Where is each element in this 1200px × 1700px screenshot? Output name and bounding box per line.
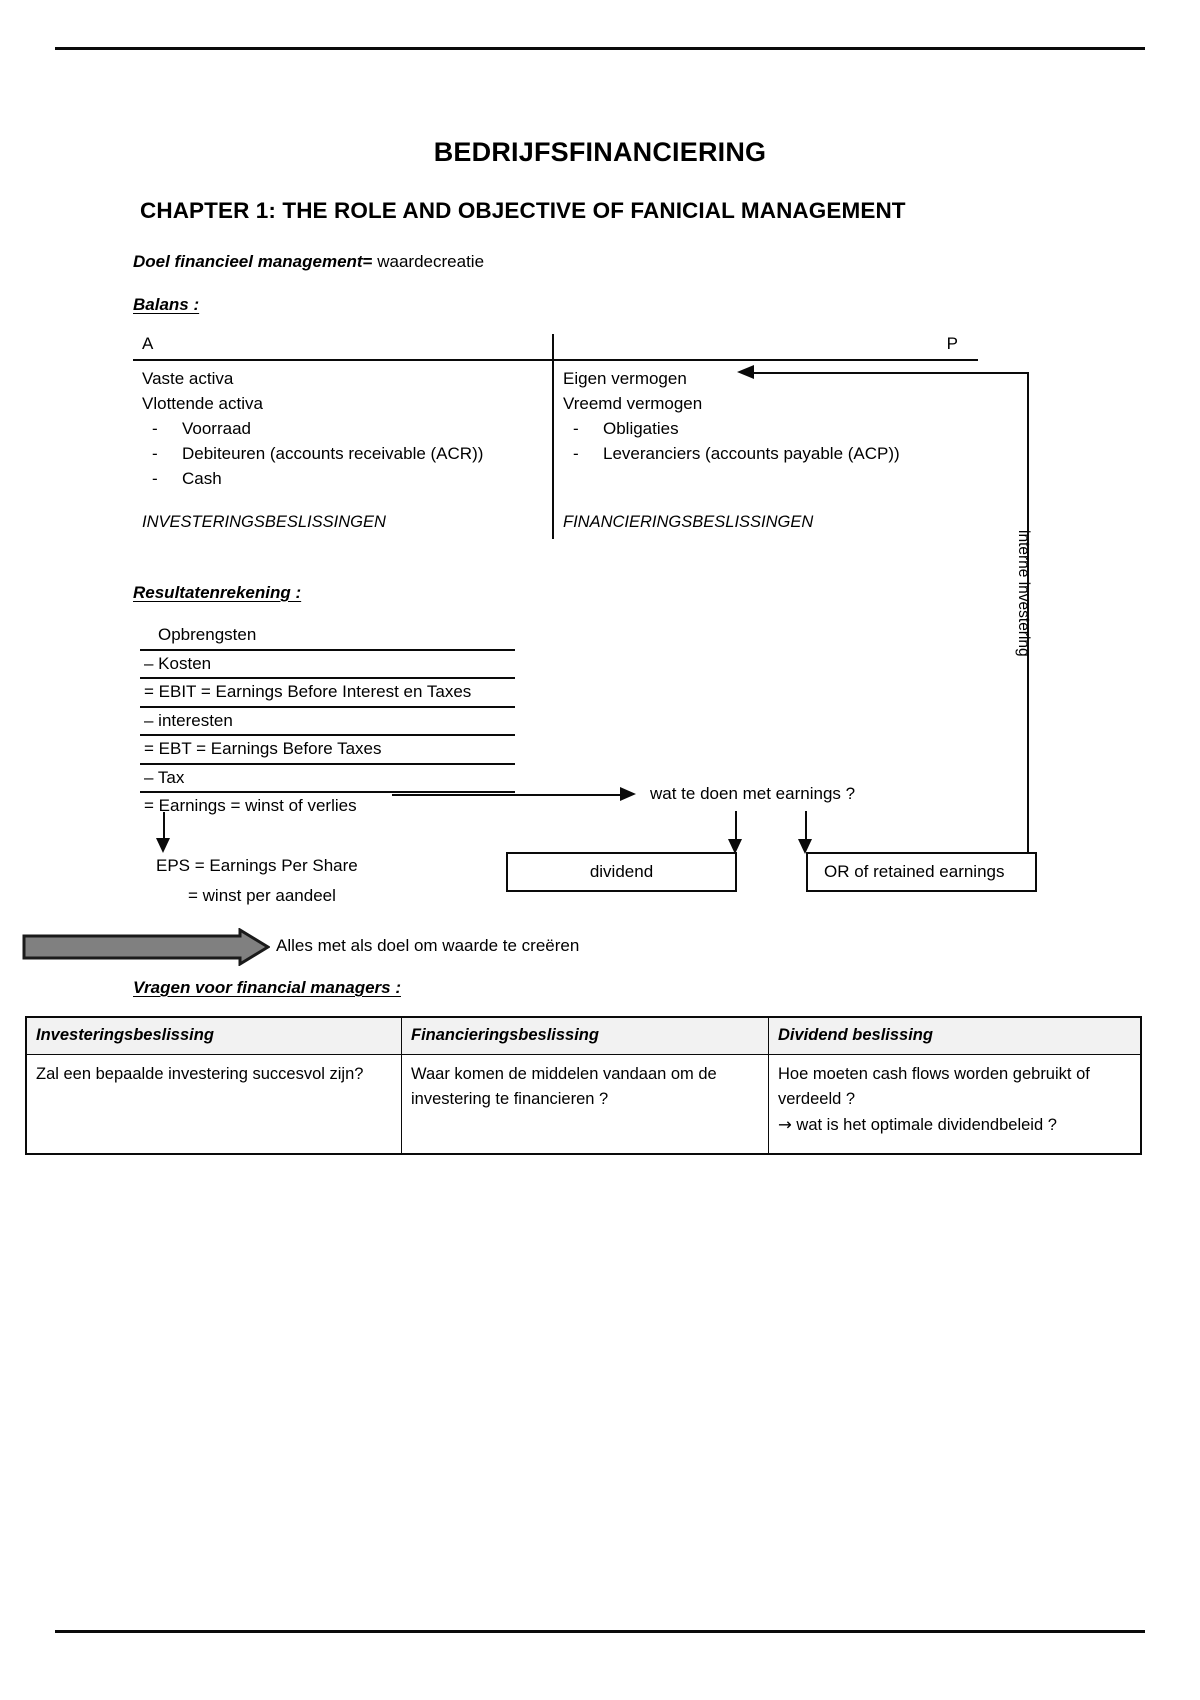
liabilities-column: Eigen vermogen Vreemd vermogen - Obligati… [563, 366, 963, 466]
chapter-title: CHAPTER 1: THE ROLE AND OBJECTIVE OF FAN… [140, 198, 906, 223]
liabilities-sub-item: - Obligaties [563, 416, 963, 441]
column-header-investment: Investeringsbeslissing [25, 1016, 402, 1055]
table-row: Zal een bepaalde investering succesvol z… [25, 1054, 1142, 1155]
income-statement-row: = EBIT = Earnings Before Interest en Tax… [140, 679, 515, 708]
liabilities-sub-item: - Leveranciers (accounts payable (ACP)) [563, 441, 963, 466]
dividend-box: dividend [506, 852, 737, 892]
cell-financing-question: Waar komen de middelen vandaan om de inv… [401, 1054, 769, 1155]
goal-equals: = [362, 252, 373, 271]
assets-sub-item: - Voorraad [142, 416, 542, 441]
assets-letter: A [142, 334, 154, 353]
income-statement-heading: Resultatenrekening : [133, 583, 302, 602]
eps-connector-line [163, 812, 165, 840]
income-statement-row: – Tax [140, 765, 515, 793]
internal-investment-arrowhead-icon [737, 365, 754, 379]
header-rule [55, 47, 1145, 50]
income-statement-row: – interesten [140, 708, 515, 736]
internal-investment-vertical-line [1027, 372, 1029, 856]
goal-value: waardecreatie [377, 252, 485, 271]
financing-decisions-caption: FINANCIERINGSBESLISSINGEN [563, 513, 814, 531]
assets-column: Vaste activa Vlottende activa -Voorraad … [142, 366, 542, 491]
earnings-to-question-line [392, 794, 624, 796]
goal-statement: Doel financieel management= waardecreati… [133, 252, 484, 272]
footer-rule [55, 1630, 1145, 1633]
goal-label: Doel financieel management [133, 252, 363, 271]
income-statement-block: Opbrengsten – Kosten = EBIT = Earnings B… [140, 622, 515, 820]
assets-item: Vlottende activa [142, 394, 263, 413]
column-header-financing: Financieringsbeslissing [401, 1016, 769, 1055]
assets-sub-label: Cash [182, 469, 222, 488]
retained-connector-line [805, 811, 807, 841]
liabilities-item: Vreemd vermogen [563, 394, 703, 413]
bullet-dash-icon: - [152, 444, 158, 463]
liabilities-letter: P [946, 334, 958, 353]
investment-decisions-caption: INVESTERINGSBESLISSINGEN [142, 513, 386, 531]
balance-sheet-heading: Balans : [133, 295, 200, 314]
retained-arrowhead-icon [798, 839, 812, 854]
cell-investment-question: Zal een bepaalde investering succesvol z… [25, 1054, 402, 1155]
balance-sheet-horizontal-rule [133, 359, 978, 361]
value-creation-banner-arrow-icon [22, 928, 270, 966]
eps-line-2: = winst per aandeel [188, 886, 336, 905]
document-title: BEDRIJFSFINANCIERING [433, 137, 767, 167]
dividend-connector-line [735, 811, 737, 841]
assets-item: Vaste activa [142, 369, 234, 388]
income-statement-row: = Earnings = winst of verlies [144, 796, 357, 815]
cell-dividend-extra: wat is het optimale dividendbeleid ? [791, 1116, 1057, 1134]
bullet-dash-icon: - [152, 419, 158, 438]
balance-sheet-letters: A P [133, 334, 978, 358]
value-creation-text: Alles met als doel om waarde te creëren [276, 936, 580, 955]
balance-sheet-vertical-divider [552, 334, 554, 539]
income-statement-row: Opbrengsten [140, 622, 515, 651]
internal-investment-top-line [752, 372, 1029, 374]
assets-sub-item: - Debiteuren (accounts receivable (ACR)) [142, 441, 542, 466]
balance-sheet-diagram: A P Vaste activa Vlottende activa - Voorr… [133, 334, 978, 544]
dividend-arrowhead-icon [728, 839, 742, 854]
earnings-to-question-arrowhead-icon [620, 787, 636, 801]
retained-earnings-box: OR of retained earnings [806, 852, 1037, 892]
eps-arrowhead-icon [156, 838, 170, 853]
bullet-dash-icon: - [573, 444, 579, 463]
assets-sub-label: Debiteuren (accounts receivable (ACR)) [182, 444, 484, 463]
cell-dividend-question: Hoe moeten cash flows worden gebruikt of… [768, 1054, 1142, 1155]
right-arrow-icon: → [778, 1115, 792, 1134]
liabilities-sub-label: Obligaties [603, 419, 679, 438]
table-header-row: Investeringsbeslissing Financieringsbesl… [25, 1016, 1142, 1055]
column-header-dividend: Dividend beslissing [768, 1016, 1142, 1055]
liabilities-item: Eigen vermogen [563, 369, 687, 388]
eps-line-1: EPS = Earnings Per Share [156, 856, 358, 875]
internal-investment-label: interne investering [1015, 530, 1032, 657]
liabilities-sub-label: Leveranciers (accounts payable (ACP)) [603, 444, 900, 463]
income-statement-row: = EBT = Earnings Before Taxes [140, 736, 515, 765]
questions-heading: Vragen voor financial managers : [133, 978, 401, 997]
manager-questions-table: Investeringsbeslissing Financieringsbesl… [25, 1016, 1142, 1155]
eps-definition: EPS = Earnings Per Share = winst per aan… [156, 851, 358, 911]
bullet-dash-icon: - [573, 419, 579, 438]
assets-sub-label: Voorraad [182, 419, 251, 438]
assets-sub-item: - Cash [142, 466, 542, 491]
income-statement-row: – Kosten [140, 651, 515, 679]
cell-dividend-main: Hoe moeten cash flows worden gebruikt of… [778, 1065, 1090, 1108]
earnings-question: wat te doen met earnings ? [650, 784, 856, 803]
bullet-dash-icon: - [152, 469, 158, 488]
